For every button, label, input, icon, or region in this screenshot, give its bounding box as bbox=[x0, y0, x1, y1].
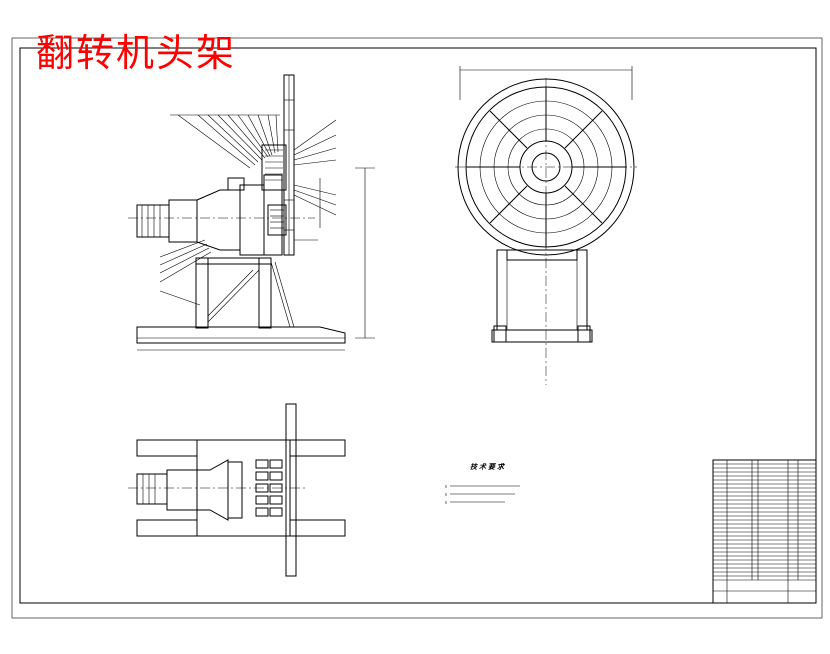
parts-list bbox=[712, 459, 817, 604]
top-view bbox=[128, 403, 346, 577]
inner-border bbox=[19, 47, 817, 604]
side-view bbox=[128, 74, 375, 351]
technical-notes-lines bbox=[445, 485, 520, 504]
outer-border bbox=[11, 37, 823, 619]
technical-notes-heading: 技术要求 bbox=[470, 463, 506, 471]
front-view bbox=[455, 66, 637, 385]
drawing-title: 翻转机头架 bbox=[36, 31, 237, 75]
parts-list-rows bbox=[713, 463, 816, 577]
